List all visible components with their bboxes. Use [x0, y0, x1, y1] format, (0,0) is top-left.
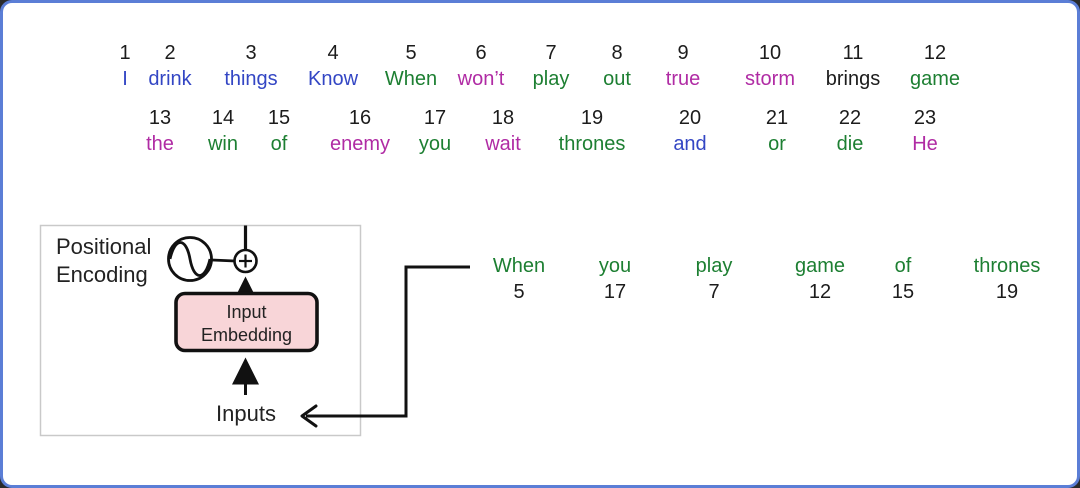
example-token: game 12: [765, 254, 875, 306]
token-index: 19: [580, 107, 604, 129]
vocab-token: 17 you: [380, 104, 490, 156]
token-index: 22: [838, 107, 862, 129]
positional-encoding-label-line1: Positional: [56, 234, 151, 259]
token-index: 8: [611, 42, 623, 64]
example-token: play 7: [659, 254, 769, 306]
example-token-word: thrones: [973, 255, 1041, 277]
token-word: die: [836, 133, 864, 155]
example-token-index: 19: [995, 281, 1019, 303]
vocab-token: 21 or: [722, 104, 832, 156]
vocab-token: 10 storm: [715, 39, 825, 91]
vocab-token: 16 enemy: [305, 104, 415, 156]
vocab-token: 6 won’t: [426, 39, 536, 91]
connector-line: [211, 258, 236, 263]
vocab-token: 12 game: [880, 39, 990, 91]
example-to-inputs-arrow: [300, 265, 470, 428]
example-token-word: play: [695, 255, 733, 277]
token-word: you: [418, 133, 452, 155]
token-index: 3: [245, 42, 257, 64]
token-word: out: [603, 68, 631, 90]
token-word: enemy: [329, 133, 391, 155]
example-token-word: of: [894, 255, 912, 277]
token-index: 5: [405, 42, 417, 64]
vocab-token: 7 play: [496, 39, 606, 91]
token-index: 7: [545, 42, 557, 64]
example-token-word: When: [492, 255, 546, 277]
token-word: When: [384, 68, 438, 90]
example-token-word: you: [598, 255, 632, 277]
example-token-word: game: [794, 255, 846, 277]
token-index: 21: [765, 107, 789, 129]
example-token-index: 7: [708, 281, 720, 303]
example-token: thrones 19: [952, 254, 1062, 306]
token-index: 4: [327, 42, 339, 64]
token-word: drink: [148, 68, 192, 90]
vocab-token: 20 and: [635, 104, 745, 156]
token-word: Know: [307, 68, 359, 90]
token-index: 9: [677, 42, 689, 64]
token-word: the: [146, 133, 174, 155]
vocab-token: 8 out: [562, 39, 672, 91]
vocab-token: 9 true: [628, 39, 738, 91]
token-word: game: [909, 68, 961, 90]
token-word: play: [532, 68, 570, 90]
token-word: thrones: [558, 133, 626, 155]
token-word: I: [122, 68, 128, 90]
token-index: 10: [758, 42, 782, 64]
example-token-index: 5: [513, 281, 525, 303]
token-index: 1: [119, 42, 131, 64]
vocab-token: 22 die: [795, 104, 905, 156]
token-word: things: [224, 68, 278, 90]
input-embedding-label-line2: Embedding: [201, 325, 292, 345]
token-word: brings: [825, 68, 881, 90]
input-embedding-label-line1: Input: [226, 302, 266, 322]
token-index: 12: [923, 42, 947, 64]
sine-wave-icon: [167, 236, 213, 282]
example-token: of 15: [848, 254, 958, 306]
example-token-index: 15: [891, 281, 915, 303]
add-node-icon: [233, 248, 258, 274]
token-index: 23: [913, 107, 937, 129]
example-token-index: 12: [808, 281, 832, 303]
positional-encoding-diagram: Positional Encoding Input Embedding Inpu…: [39, 224, 470, 437]
token-word: or: [768, 133, 786, 155]
token-index: 16: [348, 107, 372, 129]
token-index: 13: [148, 107, 172, 129]
token-word: win: [207, 133, 238, 155]
token-index: 6: [475, 42, 487, 64]
token-word: He: [912, 133, 938, 155]
example-token: When 5: [464, 254, 574, 306]
example-token: you 17: [560, 254, 670, 306]
positional-encoding-label-line2: Encoding: [56, 262, 148, 287]
token-index: 18: [491, 107, 515, 129]
vocab-token: 11 brings: [798, 39, 908, 91]
token-index: 20: [678, 107, 702, 129]
token-word: of: [270, 133, 288, 155]
token-index: 2: [164, 42, 176, 64]
token-word: won’t: [457, 68, 505, 90]
token-word: wait: [485, 133, 521, 155]
vocab-token: 14 win: [168, 104, 278, 156]
token-word: storm: [745, 68, 795, 90]
token-word: true: [665, 68, 701, 90]
inputs-label: Inputs: [216, 401, 276, 426]
token-index: 17: [423, 107, 447, 129]
token-index: 15: [267, 107, 291, 129]
input-embedding-block: [174, 291, 319, 353]
example-token-index: 17: [603, 281, 627, 303]
token-index: 11: [842, 42, 864, 64]
vocab-token: 2 drink: [115, 39, 225, 91]
vocab-token: 13 the: [105, 104, 215, 156]
vocab-token: 18 wait: [448, 104, 558, 156]
vocab-token: 3 things: [196, 39, 306, 91]
token-index: 14: [211, 107, 235, 129]
vocab-token: 19 thrones: [537, 104, 647, 156]
token-word: and: [673, 133, 707, 155]
vocab-token: 15 of: [224, 104, 334, 156]
